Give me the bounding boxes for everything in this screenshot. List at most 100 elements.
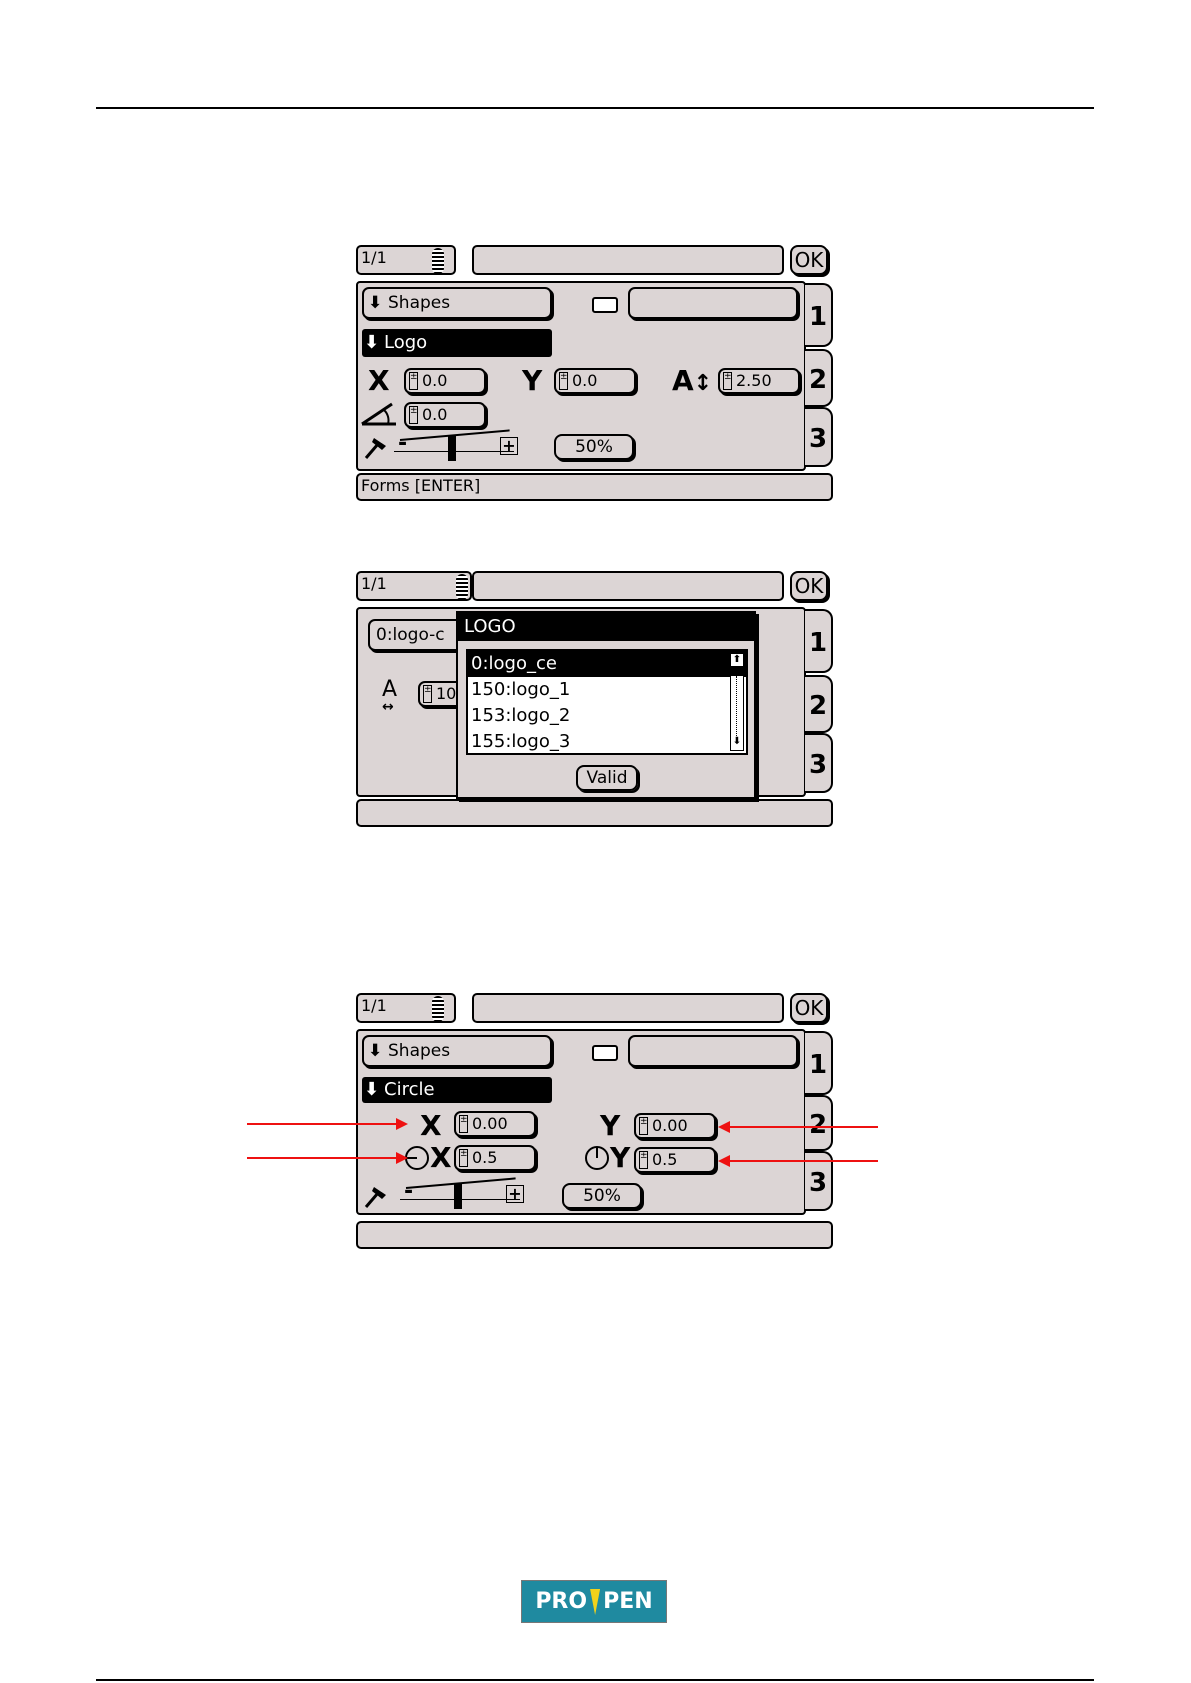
list-item[interactable]: 155:logo_3 bbox=[468, 729, 746, 755]
ok-button[interactable]: OK bbox=[790, 245, 828, 275]
radius-x-input[interactable]: ± 0.5 bbox=[454, 1145, 536, 1171]
page-indicator[interactable]: 1/1 bbox=[356, 245, 456, 275]
y-input[interactable]: ± 0.0 bbox=[554, 368, 636, 394]
plus-icon: + bbox=[506, 1185, 524, 1203]
force-slider[interactable]: - + bbox=[370, 433, 518, 461]
list-item[interactable]: 0:logo_ce bbox=[468, 651, 746, 677]
height-label: A↕ bbox=[672, 366, 712, 399]
horizontal-arrow-icon: ↔ bbox=[382, 699, 394, 715]
footer-rule bbox=[96, 1679, 1094, 1681]
spin-icon: ± bbox=[559, 372, 568, 390]
radius-y-input[interactable]: ± 0.5 bbox=[634, 1147, 716, 1173]
annotation-arrow-x bbox=[247, 1123, 397, 1125]
page-indicator[interactable]: 1/1 bbox=[356, 571, 472, 601]
down-arrow-icon: ⬇ bbox=[364, 1077, 379, 1103]
force-slider[interactable]: - + bbox=[376, 1181, 524, 1209]
status-bar: Forms [ENTER] bbox=[356, 473, 833, 501]
scroll-icon bbox=[456, 574, 468, 600]
radius-y-label: Y bbox=[610, 1143, 630, 1173]
annotation-arrow-y bbox=[730, 1126, 878, 1128]
spin-icon: ± bbox=[639, 1117, 648, 1135]
shapes-label: Shapes bbox=[388, 1041, 450, 1061]
radius-y-icon bbox=[584, 1145, 610, 1171]
spin-icon: ± bbox=[409, 372, 418, 390]
x-label: X bbox=[420, 1111, 442, 1141]
tab-3[interactable]: 3 bbox=[805, 407, 833, 467]
page-indicator-text: 1/1 bbox=[361, 996, 387, 1015]
logo-list[interactable]: 0:logo_ce 150:logo_1 153:logo_2 155:logo… bbox=[466, 649, 748, 755]
screen-shape-logo: 1/1 OK 1 2 3 ⬇ Shapes ⬇ Logo X ± 0.0 Y ±… bbox=[356, 245, 833, 501]
spin-icon: ± bbox=[459, 1149, 468, 1167]
screen-shape-circle: 1/1 OK 1 2 3 ⬇ Shapes ⬇ Circle X ± 0.00 … bbox=[356, 993, 833, 1249]
valid-button[interactable]: Valid bbox=[576, 765, 638, 791]
spin-icon: ± bbox=[723, 372, 732, 390]
down-arrow-icon: ⬇ bbox=[368, 289, 382, 317]
slider-knob[interactable] bbox=[448, 435, 456, 461]
down-arrow-icon: ⬇ bbox=[364, 329, 379, 356]
list-scrollbar[interactable]: ⬆ ⬇ bbox=[730, 653, 744, 751]
minus-icon: - bbox=[404, 1179, 413, 1204]
title-bar bbox=[472, 571, 784, 601]
down-arrow-icon: ⬇ bbox=[368, 1037, 382, 1065]
y-value: 0.00 bbox=[652, 1116, 688, 1135]
radius-x-value: 0.5 bbox=[472, 1148, 497, 1167]
ok-button[interactable]: OK bbox=[790, 993, 828, 1023]
annotation-arrowhead-x bbox=[396, 1118, 408, 1130]
tab-1[interactable]: 1 bbox=[805, 283, 833, 347]
tab-3[interactable]: 3 bbox=[805, 733, 833, 793]
slider-knob[interactable] bbox=[454, 1183, 462, 1209]
tab-2[interactable]: 2 bbox=[805, 349, 833, 407]
envelope-icon bbox=[592, 297, 618, 313]
shapes-dropdown[interactable]: ⬇ Shapes bbox=[362, 287, 552, 319]
envelope-icon bbox=[592, 1045, 618, 1061]
scroll-icon bbox=[432, 996, 444, 1022]
list-item[interactable]: 153:logo_2 bbox=[468, 703, 746, 729]
scroll-up-icon[interactable]: ⬆ bbox=[731, 654, 743, 666]
tab-2[interactable]: 2 bbox=[805, 675, 833, 733]
y-input[interactable]: ± 0.00 bbox=[634, 1113, 716, 1139]
scroll-down-icon[interactable]: ⬇ bbox=[731, 736, 743, 748]
annotation-arrowhead-radius-y bbox=[718, 1155, 730, 1167]
scroll-thumb[interactable] bbox=[731, 666, 743, 676]
title-bar bbox=[472, 993, 784, 1023]
annotation-arrow-radius-y bbox=[730, 1160, 878, 1162]
circle-dropdown[interactable]: ⬇ Circle bbox=[362, 1077, 552, 1103]
angle-value: 0.0 bbox=[422, 405, 447, 424]
text-field[interactable] bbox=[628, 1035, 798, 1067]
spin-icon: ± bbox=[639, 1151, 648, 1169]
x-label: X bbox=[368, 366, 390, 396]
screen-logo-popup: 1/1 OK 1 2 3 0:logo-c A ↔ ± 10 E → LOGO … bbox=[356, 571, 833, 827]
angle-input[interactable]: ± 0.0 bbox=[404, 402, 486, 428]
width-value: 10 bbox=[436, 684, 456, 703]
spin-icon: ± bbox=[409, 406, 418, 424]
tab-2[interactable]: 2 bbox=[805, 1095, 833, 1151]
height-input[interactable]: ± 2.50 bbox=[718, 368, 800, 394]
page-indicator-text: 1/1 bbox=[361, 574, 387, 593]
x-input[interactable]: ± 0.0 bbox=[404, 368, 486, 394]
annotation-arrowhead-y bbox=[718, 1121, 730, 1133]
shapes-dropdown[interactable]: ⬇ Shapes bbox=[362, 1035, 552, 1067]
radius-x-label: X bbox=[430, 1143, 452, 1173]
vertical-arrow-icon: ↕ bbox=[694, 371, 712, 396]
logo-text-left: PRO bbox=[535, 1589, 587, 1614]
popup-title: LOGO bbox=[458, 613, 754, 641]
x-value: 0.0 bbox=[422, 371, 447, 390]
y-value: 0.0 bbox=[572, 371, 597, 390]
annotation-arrowhead-radius-x bbox=[396, 1152, 408, 1164]
page-indicator[interactable]: 1/1 bbox=[356, 993, 456, 1023]
page-indicator-text: 1/1 bbox=[361, 248, 387, 267]
text-field[interactable] bbox=[628, 287, 798, 319]
spin-icon: ± bbox=[423, 685, 432, 703]
list-item[interactable]: 150:logo_1 bbox=[468, 677, 746, 703]
tab-1[interactable]: 1 bbox=[805, 1031, 833, 1095]
x-input[interactable]: ± 0.00 bbox=[454, 1111, 536, 1137]
logo-dropdown[interactable]: ⬇ Logo bbox=[362, 329, 552, 357]
height-letter: A bbox=[672, 364, 694, 397]
y-label: Y bbox=[522, 366, 542, 396]
force-percent: 50% bbox=[562, 1183, 642, 1209]
ok-button[interactable]: OK bbox=[790, 571, 828, 601]
title-bar bbox=[472, 245, 784, 275]
tab-1[interactable]: 1 bbox=[805, 609, 833, 673]
header-rule bbox=[96, 107, 1094, 109]
